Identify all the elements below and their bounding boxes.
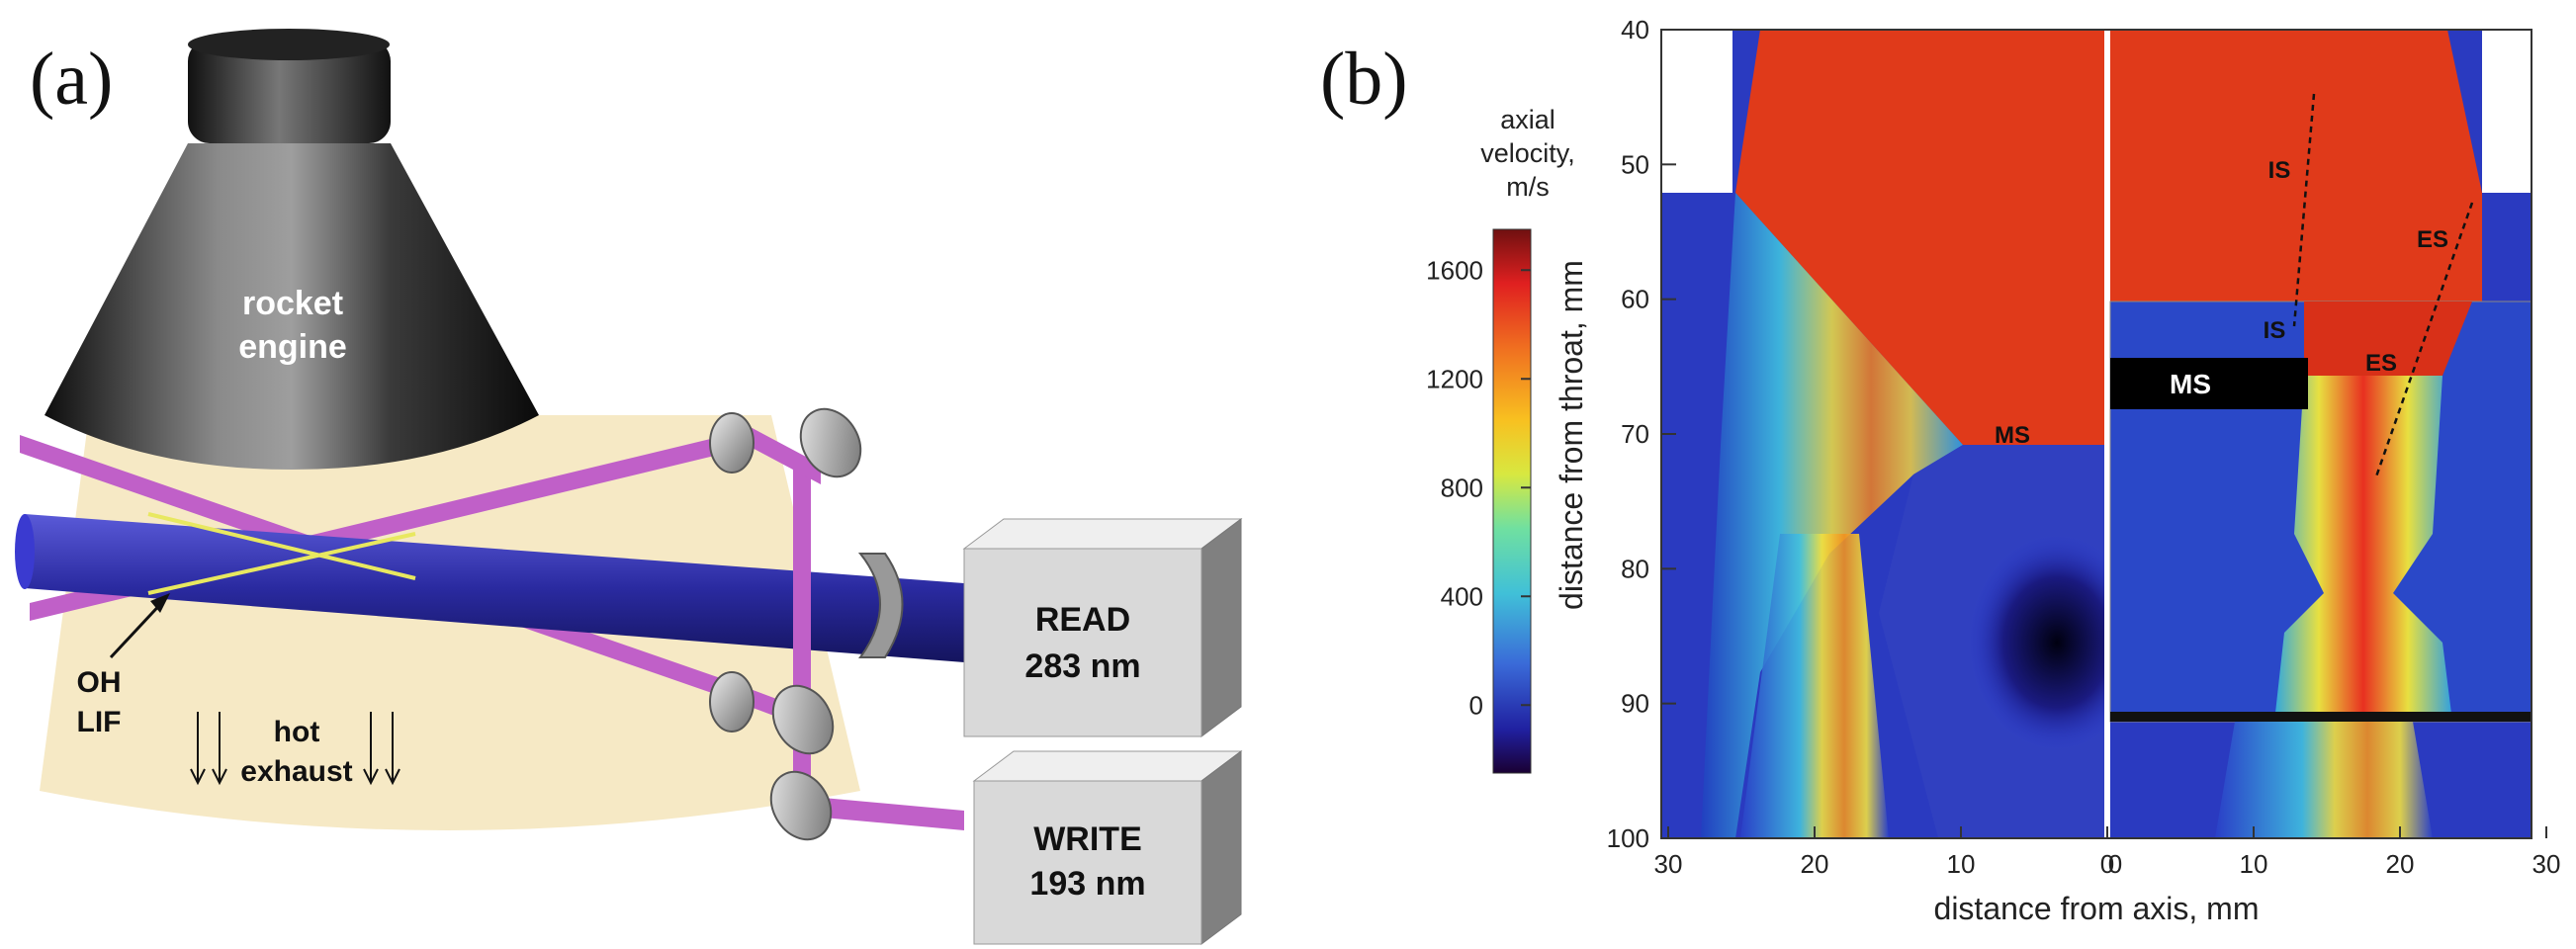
x-tick-label-right: 30	[2532, 849, 2561, 879]
mirror-icon	[709, 412, 755, 474]
lif-line-2	[147, 532, 416, 595]
lif-line-1	[147, 512, 416, 580]
engine-label-line2: engine	[238, 328, 347, 366]
y-axis-label: distance from throat, mm	[1554, 260, 1589, 610]
inset-red-top	[2110, 302, 2472, 376]
y-tick-label: 60	[1621, 285, 1649, 314]
write-wavelength: 193 nm	[1029, 865, 1145, 903]
colorbar-tick-label: 0	[1469, 690, 1483, 720]
ms-label-box: MS	[2170, 369, 2211, 399]
left-red-core	[1735, 30, 2104, 445]
x-tick-label-right: 0	[2108, 849, 2122, 879]
read-wavelength: 283 nm	[1024, 647, 1140, 685]
x-tick-label-left: 0	[2100, 849, 2114, 879]
y-axis-ticks: 40 50 60 70 80 90 100	[1607, 15, 1676, 853]
mirror-group	[709, 407, 862, 841]
colorbar-tick-label: 1200	[1426, 364, 1483, 393]
is-label-upper: IS	[2268, 157, 2291, 184]
velocity-field-plot: MS MS IS ES IS ES	[1660, 29, 2532, 839]
plot-left-white-top	[1661, 30, 1732, 193]
oh-lif-arrowhead	[150, 593, 170, 613]
is-label-lower: IS	[2264, 317, 2286, 344]
axis-divider	[2104, 30, 2110, 838]
rocket-engine-body	[44, 143, 539, 470]
mirror-icon	[799, 407, 862, 478]
ms-label-left: MS	[1995, 422, 2030, 449]
exhaust-label: exhaust	[240, 755, 352, 788]
colorbar-title-line2: velocity,	[1480, 138, 1575, 168]
x-tick-label-left: 30	[1654, 849, 1683, 879]
read-laser-box: READ 283 nm	[962, 518, 1243, 737]
y-tick-label: 100	[1607, 823, 1649, 853]
hot-label: hot	[274, 716, 320, 748]
engine-label-line1: rocket	[242, 285, 343, 322]
read-beam-end	[15, 514, 35, 589]
read-beam	[25, 514, 964, 662]
lens-icon	[857, 553, 904, 658]
es-label-upper: ES	[2417, 226, 2448, 253]
oh-label: OH	[77, 666, 122, 699]
exhaust-arrows	[190, 712, 400, 786]
colorbar-tick-label: 800	[1441, 473, 1483, 502]
write-label: WRITE	[1033, 820, 1142, 858]
y-tick-label: 50	[1621, 149, 1649, 179]
lif-label: LIF	[77, 706, 122, 738]
x-axis-ticks: 30 10 20 00 10 20 30	[1654, 826, 2561, 879]
panel-b-label: (b)	[1320, 38, 1408, 121]
write-beam-top-leg	[747, 425, 821, 484]
colorbar-title-line1: axial	[1500, 105, 1555, 134]
rocket-engine-cap	[188, 40, 391, 143]
y-tick-label: 80	[1621, 554, 1649, 583]
x-axis-label: distance from axis, mm	[1934, 891, 2260, 926]
y-tick-label: 70	[1621, 419, 1649, 449]
es-label-lower: ES	[2365, 350, 2397, 377]
right-lower-jet	[2215, 722, 2433, 838]
mirror-icon	[709, 671, 755, 733]
x-tick-label-right: 10	[2240, 849, 2268, 879]
mirror-icon	[771, 684, 835, 755]
panel-a-label: (a)	[30, 38, 113, 121]
colorbar-tick-label: 400	[1441, 581, 1483, 611]
y-tick-label: 90	[1621, 689, 1649, 719]
left-shear-layer	[1701, 193, 1963, 838]
inset-bottom-edge	[2110, 712, 2532, 722]
read-label: READ	[1035, 601, 1130, 639]
write-beam-vertical	[793, 465, 811, 811]
colorbar-title-line3: m/s	[1506, 172, 1550, 202]
left-dark-core	[1968, 534, 2146, 751]
mirror-icon	[769, 770, 833, 841]
y-tick-label: 40	[1621, 15, 1649, 44]
write-beam-to-write-box	[801, 796, 964, 830]
colorbar-ticks: 1600 1200 800 400 0	[1426, 255, 1531, 720]
inset-jet	[2274, 376, 2452, 722]
x-tick-label-left: 10	[1947, 849, 1976, 879]
left-lower-jet	[1740, 534, 1889, 838]
rocket-engine-top	[188, 29, 390, 60]
colorbar	[1492, 228, 1532, 774]
plot-right-white-top	[2482, 30, 2532, 193]
x-tick-label-right: 20	[2386, 849, 2415, 879]
right-red-core	[2110, 30, 2482, 302]
es-shock-line	[2373, 202, 2474, 480]
x-tick-label-left: 20	[1801, 849, 1829, 879]
mach-stem-box	[2110, 358, 2308, 409]
colorbar-tick-label: 1600	[1426, 255, 1483, 285]
write-laser-box: WRITE 193 nm	[972, 750, 1243, 945]
